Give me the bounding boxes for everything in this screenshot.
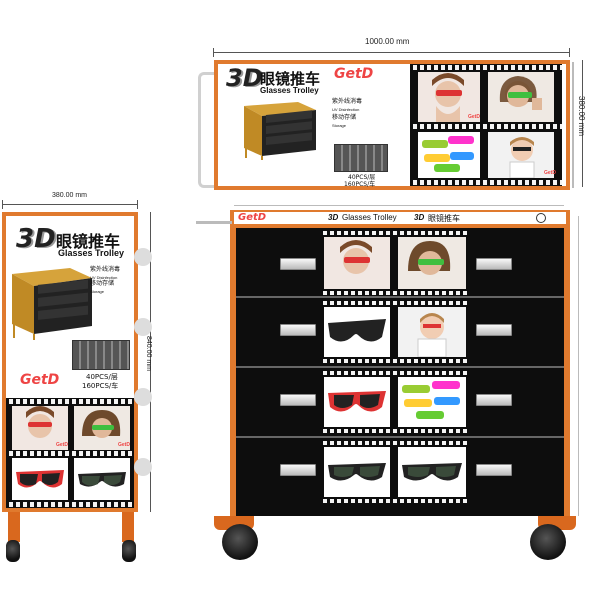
drawer-4-handle-right[interactable] xyxy=(476,464,512,476)
top-film-logo-2: GetD xyxy=(544,170,556,176)
drawer-2-film xyxy=(320,300,470,364)
side-panel: 3D 眼镜推车 Glasses Trolley 紫外线消毒 UV Disinfe… xyxy=(2,212,138,512)
top-bullet-2: 移动存储 Storage xyxy=(332,114,356,130)
side-film-logo-2: GetD xyxy=(118,442,130,448)
side-photo-girl xyxy=(12,406,68,450)
top-bullet-1-cn: 紫外线消毒 xyxy=(332,98,363,105)
top-bullet-1-en: UV Disinfection xyxy=(332,107,360,112)
photo-girl-glasses xyxy=(418,72,480,122)
side-bolt-3 xyxy=(134,388,152,406)
side-bullet-1-cn: 紫外线消毒 xyxy=(90,266,121,273)
drawer-2-handle-left[interactable] xyxy=(280,324,316,336)
side-photo-black-glasses xyxy=(74,458,130,500)
top-bullet-2-cn: 移动存储 xyxy=(332,114,357,121)
side-capacity-1: 40PCS/层 xyxy=(86,373,118,381)
drawer-2-handle-right[interactable] xyxy=(476,324,512,336)
drawer-4-handle-left[interactable] xyxy=(280,464,316,476)
photo-woman-green-glasses xyxy=(488,72,554,122)
drawer-3-handle-right[interactable] xyxy=(476,394,512,406)
top-panel-height-label: 380.00 mm xyxy=(577,96,586,137)
drawer-4-film xyxy=(320,440,470,504)
side-photo-woman xyxy=(74,406,130,450)
drawer-3-photo-red-glasses xyxy=(324,377,390,427)
side-bullet-2: 移动存储 Storage xyxy=(90,280,114,296)
photo-colorful-kids-glasses xyxy=(418,132,480,178)
side-glasses-tray xyxy=(72,340,130,370)
photo-boy-glasses xyxy=(488,132,554,178)
side-wheel-right xyxy=(122,540,136,562)
glasses-tray xyxy=(334,144,388,172)
front-header xyxy=(234,212,566,224)
drawer-4-photo-black-glasses-2 xyxy=(398,447,466,497)
front-black-panel xyxy=(236,228,564,516)
front-header-badge-icon xyxy=(536,213,546,223)
front-header-text-1: Glasses Trolley xyxy=(342,213,397,222)
front-wheel-left xyxy=(222,524,258,560)
side-film-strip: GetD GetD xyxy=(6,398,134,508)
side-capacity-2: 160PCS/车 xyxy=(82,382,119,390)
front-brand-logo: GetD xyxy=(238,212,267,223)
side-bolt-4 xyxy=(134,458,152,476)
drawer-1-film xyxy=(320,230,470,296)
side-panel-legs xyxy=(4,512,136,562)
side-panel-width-label: 380.00 mm xyxy=(52,192,88,199)
front-header-text-2: 眼镜推车 xyxy=(428,214,460,223)
cabinet-illustration xyxy=(244,102,316,160)
drawer-2-photo-boy xyxy=(398,307,466,357)
side-cabinet-illustration xyxy=(12,268,92,340)
side-wheel-left xyxy=(6,540,20,562)
side-bullet-1-en: UV Disinfection xyxy=(90,275,118,280)
side-brand-logo: GetD xyxy=(20,372,60,388)
drawer-1-photo-girl xyxy=(324,237,390,289)
front-top-dim-line xyxy=(234,205,564,206)
drawer-2-photo-black-glasses xyxy=(324,307,390,357)
drawer-3-photo-kids-glasses xyxy=(398,377,466,427)
top-panel-right-hinge xyxy=(566,62,574,188)
side-bullet-1: 紫外线消毒 UV Disinfection xyxy=(90,266,120,282)
top-panel-width-label: 1000.00 mm xyxy=(365,37,410,46)
drawer-3-film xyxy=(320,370,470,434)
top-capacity-1: 40PCS/层 xyxy=(348,174,376,181)
side-title-cn: 眼镜推车 xyxy=(56,232,121,251)
top-brand-logo: GetD xyxy=(334,66,374,82)
front-trolley: GetD 3D Glasses Trolley 3D 眼镜推车 xyxy=(230,210,570,516)
drawer-1-photo-woman xyxy=(398,237,466,289)
side-bullet-2-en: Storage xyxy=(90,289,105,294)
side-film-logo-1: GetD xyxy=(56,442,68,448)
side-bolt-2 xyxy=(134,318,152,336)
front-header-3d-icon-1: 3D xyxy=(328,213,339,222)
side-bullet-2-cn: 移动存储 xyxy=(90,280,115,287)
top-film-strip: GetD GetD xyxy=(410,64,562,186)
drawer-1-handle-right[interactable] xyxy=(476,258,512,270)
top-capacity-2: 160PCS/车 xyxy=(344,181,376,188)
top-bullet-2-en: Storage xyxy=(332,123,347,128)
side-title-en: Glasses Trolley xyxy=(58,248,125,258)
side-logo-3d: 3D xyxy=(16,224,56,254)
drawer-3-handle-left[interactable] xyxy=(280,394,316,406)
front-push-bar xyxy=(196,221,232,224)
front-right-dim-line xyxy=(578,216,579,516)
top-title-en: Glasses Trolley xyxy=(260,86,319,95)
front-wheel-right xyxy=(530,524,566,560)
front-header-3d-icon-2: 3D xyxy=(414,213,425,222)
drawer-4-photo-black-glasses-1 xyxy=(324,447,390,497)
logo-3d: 3D xyxy=(226,64,263,92)
drawer-1-handle-left[interactable] xyxy=(280,258,316,270)
top-film-logo-1: GetD xyxy=(468,114,480,120)
top-panel-handle xyxy=(198,72,221,188)
side-panel-height-label: 840.00 mm xyxy=(145,336,152,372)
top-title-cn: 眼镜推车 xyxy=(260,70,321,88)
side-photo-red-glasses xyxy=(12,458,68,500)
top-panel: 3D 眼镜推车 Glasses Trolley GetD 紫外线消毒 UV Di… xyxy=(214,60,570,190)
top-bullet-1: 紫外线消毒 UV Disinfection xyxy=(332,98,362,114)
side-bolt-1 xyxy=(134,248,152,266)
